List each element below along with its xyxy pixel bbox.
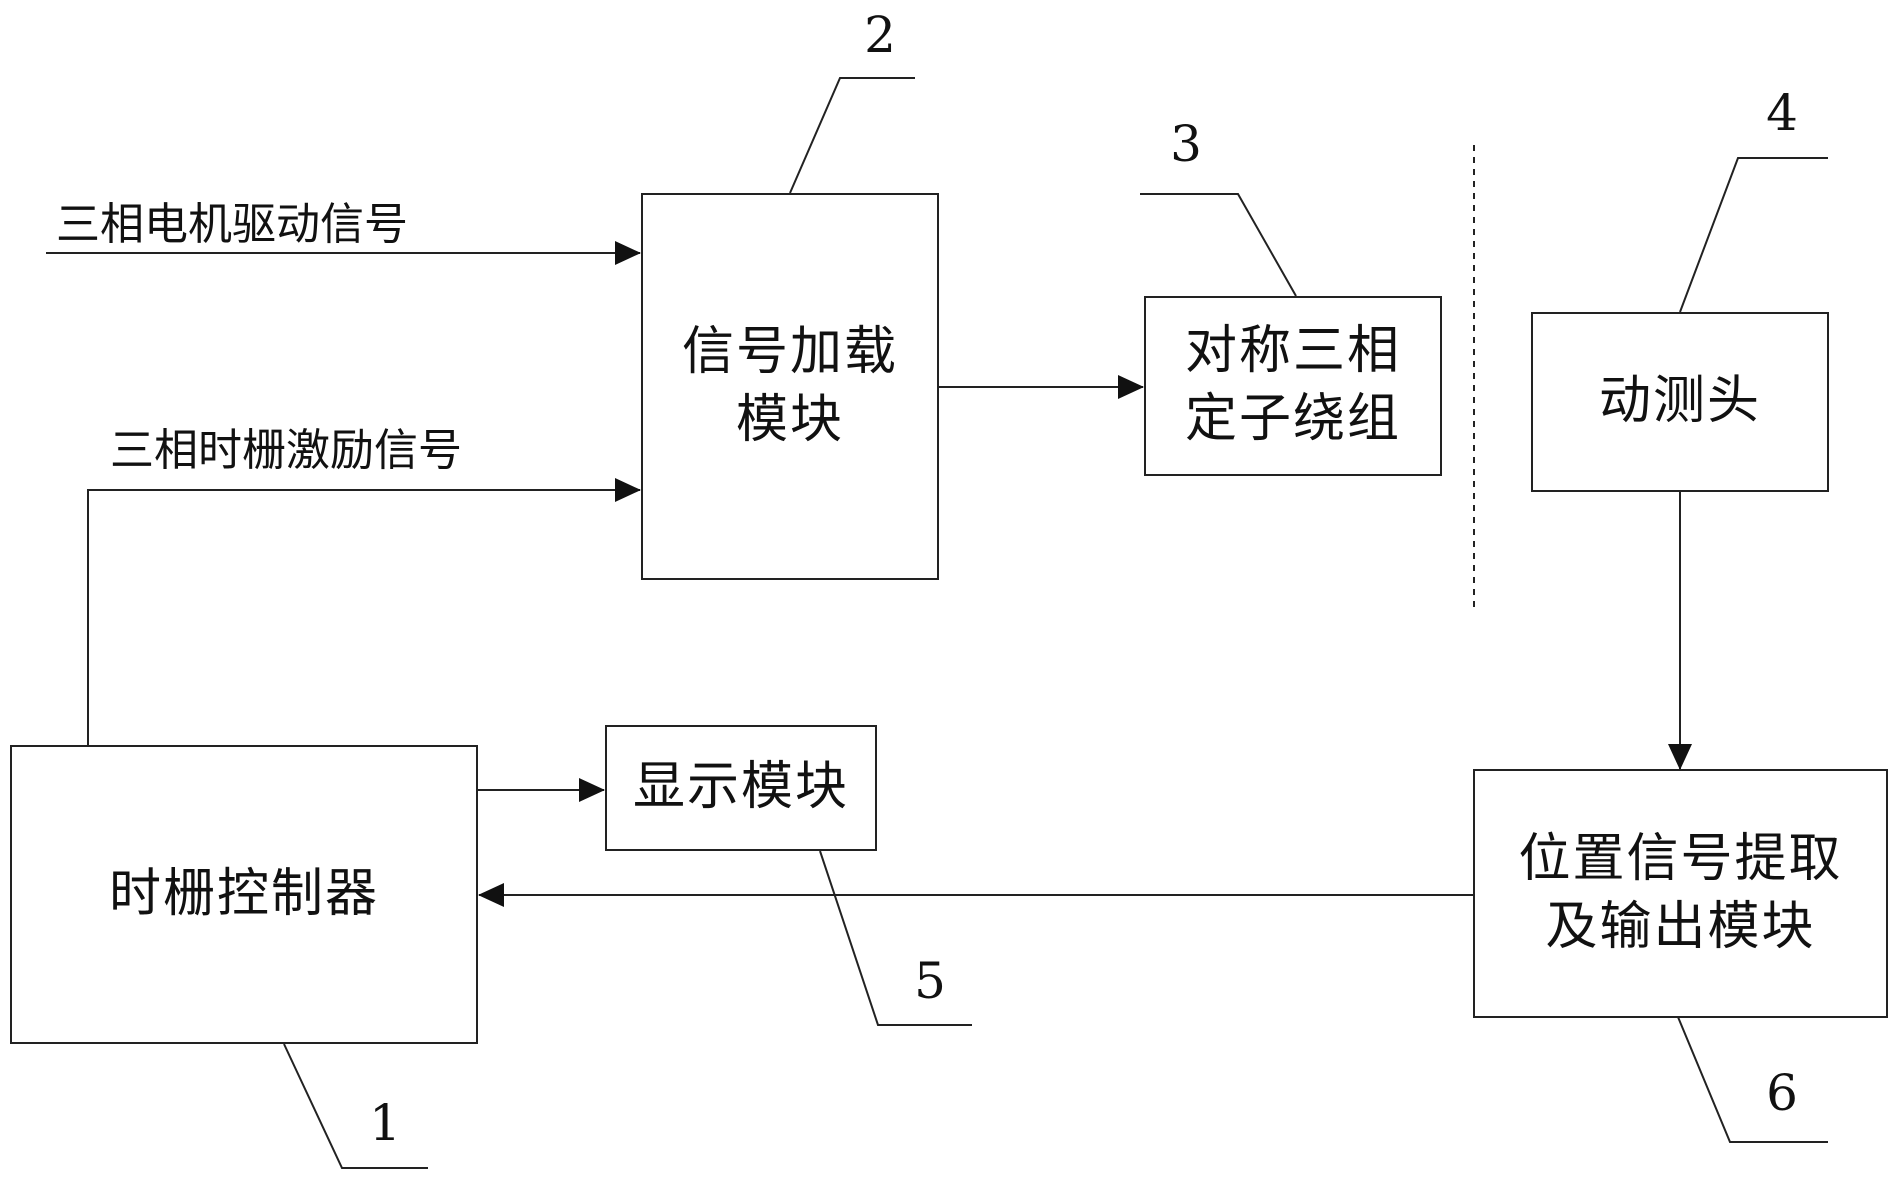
- signal-loading-label: 信号加载 模块: [682, 319, 898, 454]
- display-text: 显示模块: [633, 757, 849, 817]
- stator-winding-label: 对称三相 定子绕组: [1185, 318, 1401, 453]
- position-extract-module: 位置信号提取 及输出模块: [1473, 769, 1888, 1018]
- moving-head-label: 动测头: [1599, 368, 1761, 436]
- position-extract-text: 位置信号提取 及输出模块: [1518, 829, 1842, 957]
- signal-loading-module: 信号加载 模块: [641, 193, 939, 580]
- ref-number-1: 1: [355, 1094, 415, 1152]
- ref-number-6: 6: [1752, 1064, 1812, 1122]
- moving-head-module: 动测头: [1531, 312, 1829, 492]
- stator-winding-text: 对称三相 定子绕组: [1185, 321, 1401, 449]
- leader-line-2: [790, 78, 915, 193]
- position-extract-label: 位置信号提取 及输出模块: [1518, 826, 1842, 961]
- controller-module: 时栅控制器: [10, 745, 478, 1044]
- excitation-arrow: [88, 490, 640, 745]
- ref-number-5: 5: [900, 952, 960, 1010]
- controller-text: 时栅控制器: [109, 864, 379, 924]
- ref-number-4: 4: [1752, 84, 1812, 142]
- ref-number-3: 3: [1156, 115, 1216, 173]
- motor-drive-signal-label: 三相电机驱动信号: [56, 188, 408, 252]
- stator-winding-module: 对称三相 定子绕组: [1144, 296, 1442, 476]
- display-module: 显示模块: [605, 725, 877, 851]
- leader-line-4: [1680, 158, 1828, 312]
- ref-number-2: 2: [850, 6, 910, 64]
- signal-loading-text: 信号加载 模块: [682, 322, 898, 450]
- leader-line-3: [1140, 194, 1296, 296]
- display-label: 显示模块: [633, 754, 849, 822]
- excitation-signal-label: 三相时栅激励信号: [110, 414, 462, 478]
- moving-head-text: 动测头: [1599, 371, 1761, 431]
- controller-label: 时栅控制器: [109, 861, 379, 929]
